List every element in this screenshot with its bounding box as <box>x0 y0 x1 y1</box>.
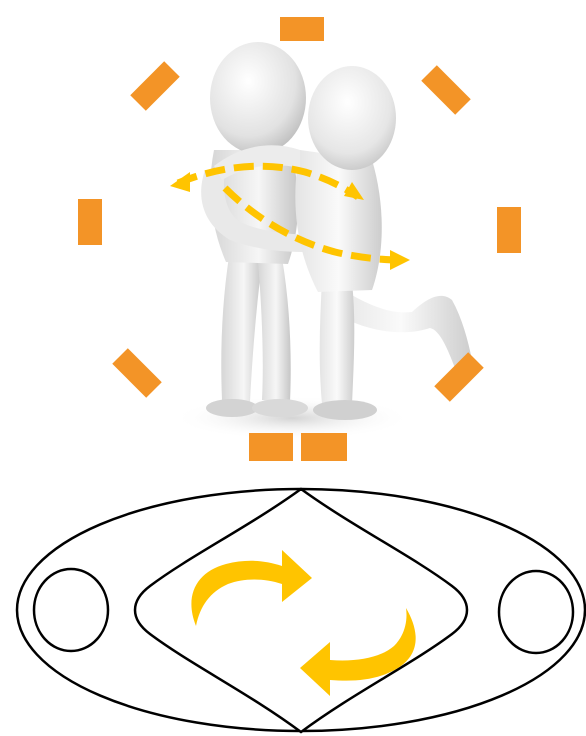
ring-dash-top <box>280 17 324 41</box>
ring-dash-top-right <box>421 65 470 114</box>
hug-illustration <box>0 0 586 470</box>
left-circle <box>34 569 108 651</box>
ring-dash-bottom-right <box>301 433 347 461</box>
lower-arrow-head <box>390 250 410 270</box>
upper-arrow-head-left <box>170 172 190 192</box>
hugging-figures-icon <box>201 42 472 420</box>
ring-dash-right <box>497 207 521 253</box>
ring-dash-bottom-left <box>249 433 293 461</box>
ring-dash-top-left <box>130 61 179 110</box>
ring-dash-lower-left <box>112 348 161 397</box>
ring-dash-left <box>78 199 102 245</box>
rotation-diagram <box>0 486 586 736</box>
right-circle <box>499 571 573 653</box>
mirrored-joint-rotation-icon <box>17 489 585 732</box>
